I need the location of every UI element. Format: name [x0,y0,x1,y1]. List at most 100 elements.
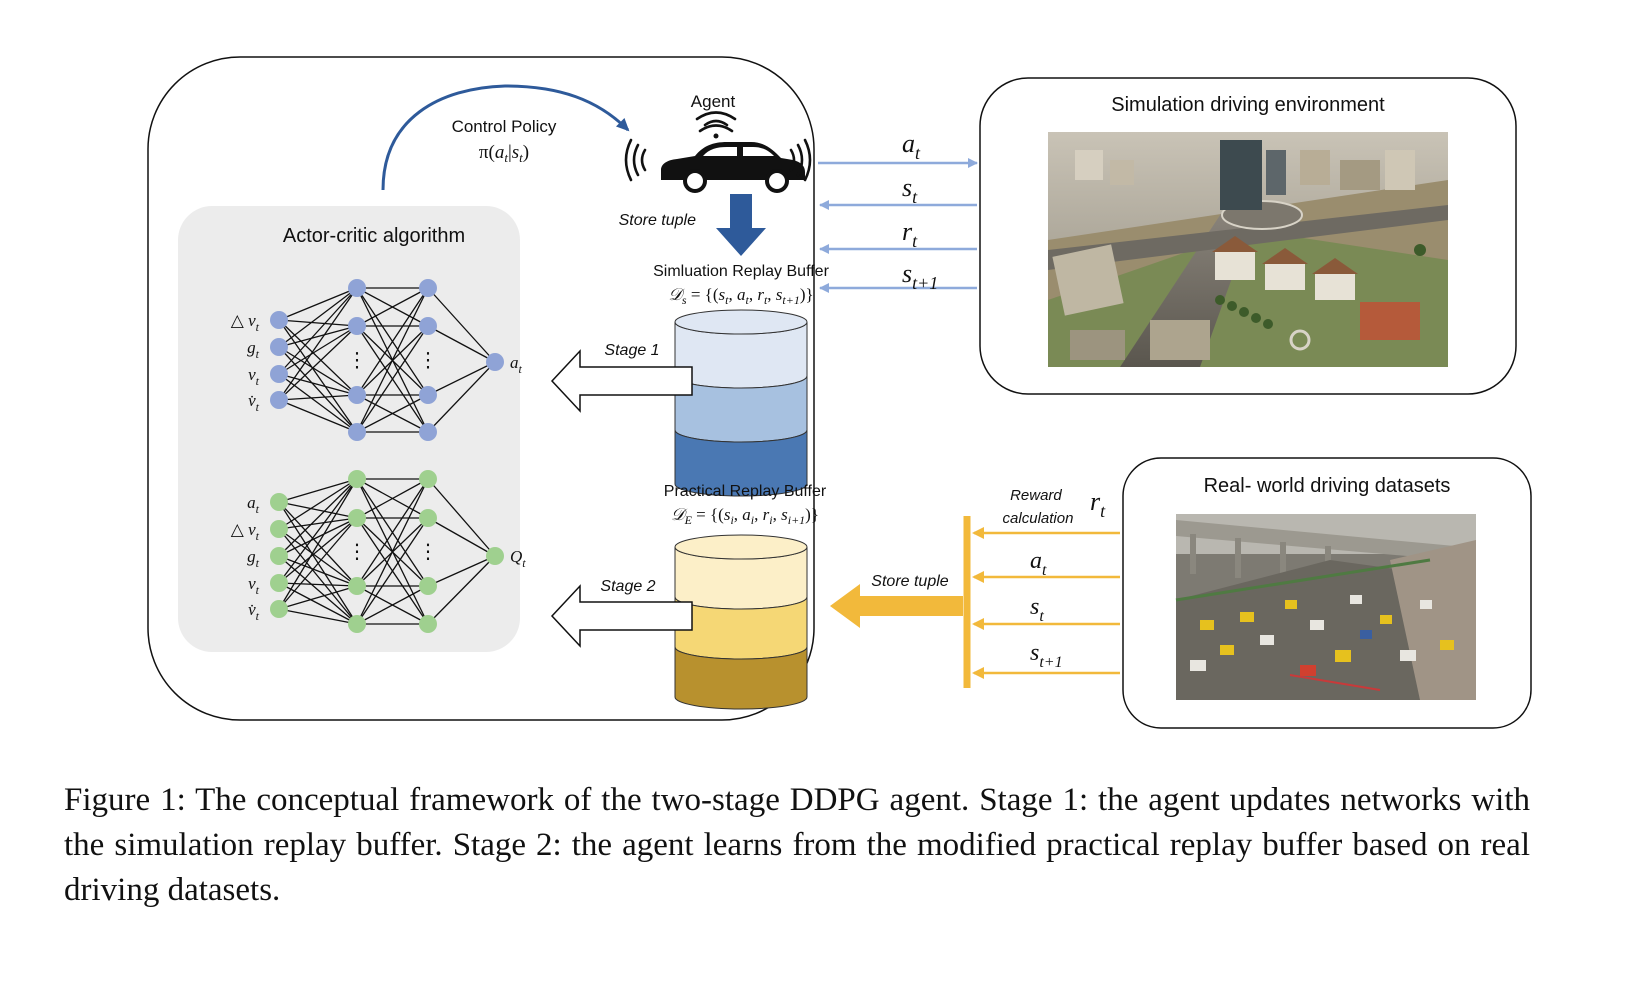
critic-input-node [270,520,288,538]
sim-cylinder-segment [674,429,808,497]
agent-title: Agent [691,92,736,111]
prac-formula-d-sub: E [684,513,693,527]
actor-edge [278,287,358,348]
sim-formula-s: s [719,285,726,304]
reward-calc-line1: Reward [1010,487,1062,504]
critic-input-node [270,574,288,592]
critic-input-label: at [247,493,260,516]
sim-formula-r-sub: t [764,293,768,307]
critic-input-label-base: v [248,574,256,593]
actor-input-node [270,338,288,356]
actor-edge [356,394,429,433]
actor-edge [278,319,358,396]
critic-edge [427,555,496,625]
practical-replay-buffer-cylinder [674,534,808,710]
real-signal-label-sub: t+1 [1039,654,1062,671]
policy-formula-a-sub: t [504,150,508,165]
actor-edge [278,325,358,401]
real-signal-label-base: s [1030,640,1039,666]
critic-edge [356,585,429,625]
actor-edge [278,373,358,396]
critic-edge [427,478,496,557]
critic-input-label-sub: t [256,556,260,570]
sim-formula-s-next: s [776,285,783,304]
actor-input-label: v̇t [248,391,260,414]
sim-signal-label-sub: t [912,187,918,207]
critic-edge [278,555,358,625]
critic-edge [278,517,358,584]
sim-signal-label-base: r [902,217,913,246]
critic-ellipsis: ⋮ [347,541,367,563]
simulation-env-box [979,77,1517,395]
actor-input-label-sub: t [256,347,260,361]
critic-edge [278,517,358,557]
actor-input-node [270,311,288,329]
prac-formula-r-sub: i [769,513,772,527]
critic-edge [278,478,358,530]
critic-output-label: Qt [510,547,526,570]
agent-frame [147,56,815,721]
real-store-tuple-label: Store tuple [871,573,948,590]
actor-output-label-sub: t [519,362,523,376]
real-signal-label: st [1030,594,1044,625]
critic-edge [278,528,358,625]
real-world-box [1122,457,1532,729]
actor-edge [427,325,496,363]
prac-formula-s-next: s [781,505,788,524]
sim-cylinder-top [674,309,808,335]
actor-input-label-sub: t [256,374,260,388]
critic-input-label-base: △ v [231,520,256,539]
sim-formula-s-sub: t [725,293,729,307]
sim-buffer-formula: 𝒟s = {(st, at, rt, st+1)} [668,285,813,307]
critic-hidden-node [348,470,366,488]
policy-formula-a: a [495,142,505,163]
critic-edge [356,478,429,519]
stage2-arrow [550,584,693,648]
critic-input-label: vt [248,574,260,597]
actor-output-label-base: a [510,353,519,372]
real-signal-label-sub: t [1042,562,1047,579]
actor-hidden-node [348,423,366,441]
critic-edge [278,478,358,610]
actor-edge [427,361,496,396]
policy-formula: π(at|st) [479,142,529,165]
sim-signal-label-sub: t [912,231,918,251]
reward-calc-label: Reward calculation [1003,487,1074,527]
real-store-tuple-arrow [830,584,963,628]
real-reward-symbol-base: r [1090,487,1101,516]
sim-formula-comma-1: , [728,285,737,304]
sim-signal-label-base: s [902,259,912,288]
prac-formula-s: s [724,505,731,524]
simulation-env-title: Simulation driving environment [1111,94,1385,116]
sim-formula-d: 𝒟 [668,285,685,304]
actor-input-label-base: v [248,365,256,384]
critic-edge [278,582,358,587]
critic-input-node [270,547,288,565]
critic-edge [278,608,358,625]
actor-ellipsis: ⋮ [418,350,438,372]
actor-input-label: △ vt [231,311,260,334]
real-signal-label-base: a [1030,548,1042,574]
critic-edges [278,478,496,625]
prac-formula-r: r [763,505,770,524]
stage2-label: Stage 2 [600,578,655,595]
actor-input-label-base: g [247,338,256,357]
actor-hidden-node [419,386,437,404]
actor-edge [427,287,496,363]
sim-formula-comma-3: , [767,285,776,304]
sim-formula-a: a [737,285,746,304]
sim-signal-label: at [902,129,921,163]
sim-signal-label: st [902,173,918,207]
sim-formula-body: = {( [687,285,719,304]
critic-input-node [270,600,288,618]
actor-hidden-node [419,279,437,297]
prac-formula-a: a [742,505,751,524]
actor-ellipsis: ⋮ [347,350,367,372]
real-world-image [1175,514,1476,700]
sim-signal-label: rt [902,217,918,251]
store-tuple-down-arrow [716,194,766,256]
critic-input-label-base: v̇ [248,600,256,619]
prac-formula-comma-1: , [734,505,743,524]
critic-input-label: v̇t [248,600,260,623]
